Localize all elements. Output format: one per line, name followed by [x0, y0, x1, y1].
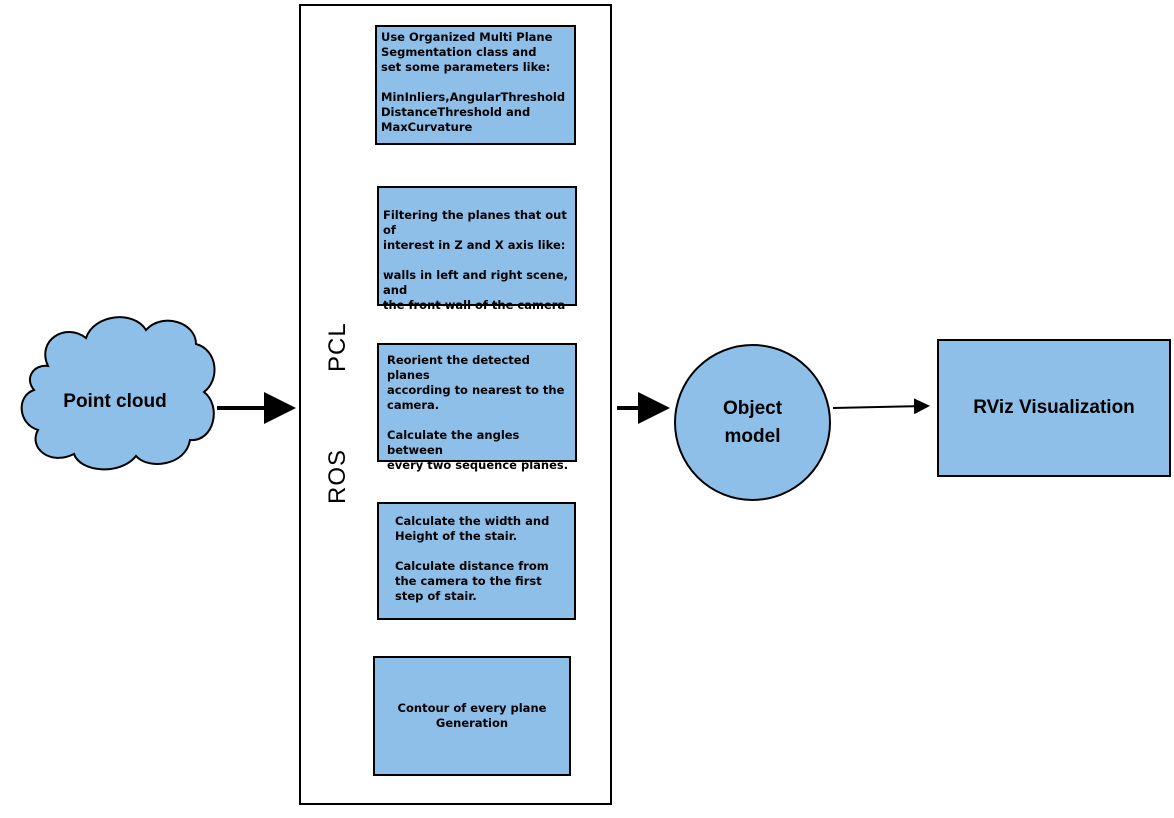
ros-pcl-label: ROS PCL [324, 322, 351, 504]
step-reorient: Reorient the detected planes according t… [377, 343, 577, 472]
step-contour-generation: Contour of every plane Generation [373, 656, 571, 776]
step-calculate-dimensions: Calculate the width and Height of the st… [377, 502, 576, 620]
object-model-node: Object model [674, 344, 831, 501]
step-contour-generation-label: Contour of every plane Generation [397, 701, 547, 730]
point-cloud-label: Point cloud [63, 391, 167, 412]
step-segmentation: Use Organized Multi Plane Segmentation c… [375, 25, 576, 145]
point-cloud-shape [20, 316, 216, 471]
step-filtering: Filtering the planes that out of interes… [377, 186, 577, 312]
object-model-label: Object model [722, 397, 783, 447]
arrow-object-model-to-rviz [832, 398, 930, 415]
rviz-visualization-node: RViz Visualization [937, 339, 1171, 477]
rviz-visualization-label: RViz Visualization [973, 397, 1135, 418]
